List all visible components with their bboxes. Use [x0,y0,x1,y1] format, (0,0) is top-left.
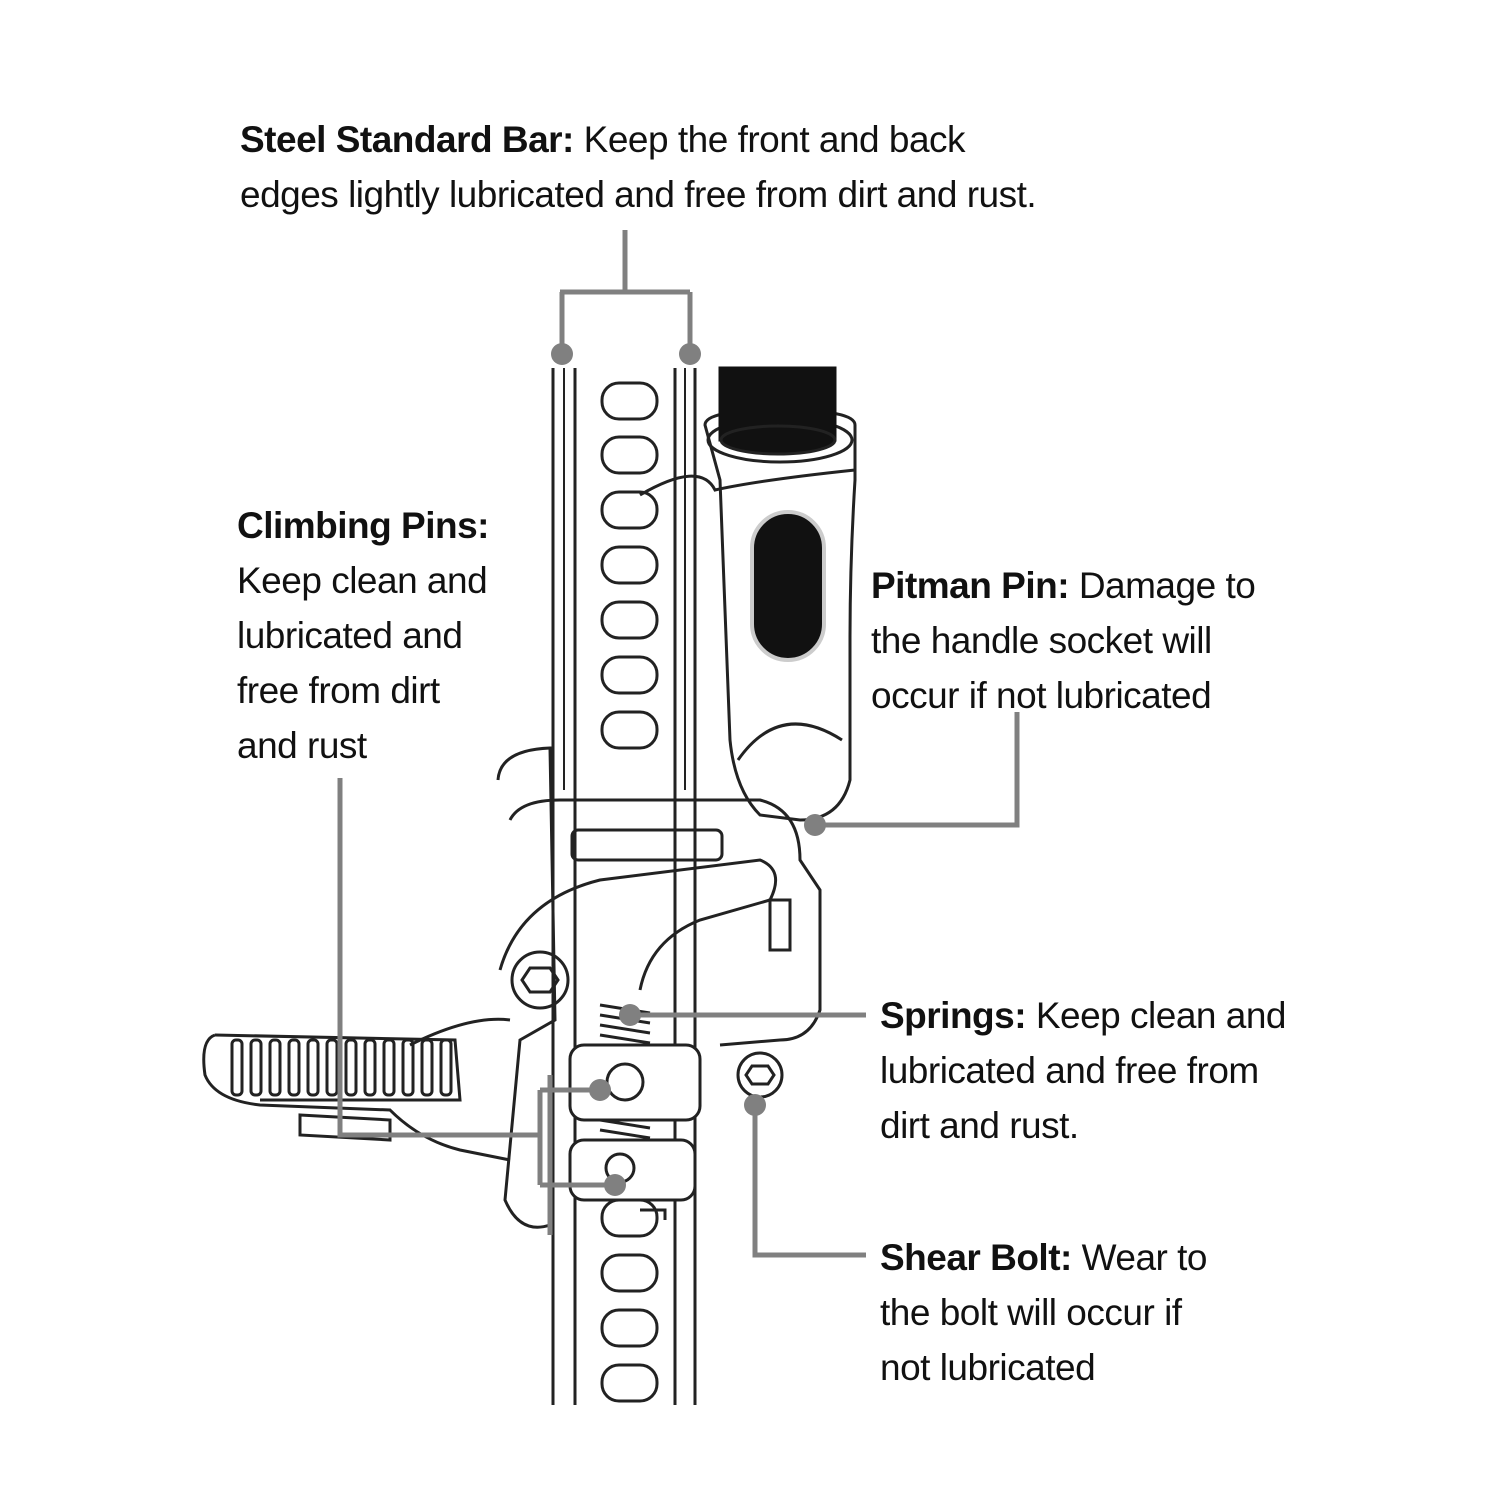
foot-rib [268,1038,282,1097]
callout-title: Climbing Pins: [237,505,490,546]
leader-dots [551,343,826,1196]
callout-text: and rust [237,725,367,766]
callout-text: Wear to [1081,1237,1208,1278]
dot-steel-bar-back [679,343,701,365]
callout-text: not lubricated [880,1347,1096,1388]
bar-hole [600,1253,659,1293]
foot-rib [344,1038,358,1097]
bar-hole [600,381,659,421]
leader-pitman-pin [815,712,1020,828]
dot-pitman-pin [804,814,826,836]
leader-shear-bolt [752,1105,866,1258]
foot-rib [439,1038,453,1097]
bar-hole [600,1308,659,1348]
callout-text: Keep clean and [237,560,488,601]
dot-climbing-pin-lower [604,1174,626,1196]
bar-hole [600,600,659,640]
standard-bar [551,368,697,1405]
callout-title: Pitman Pin: [871,565,1070,606]
callout-text: lubricated and free from [880,1050,1259,1091]
bar-hole [600,490,659,530]
lifting-foot [202,1017,511,1162]
foot-rib [363,1038,377,1097]
callout-text: dirt and rust. [880,1105,1079,1146]
callout-springs: Springs: Keep clean and lubricated and f… [880,988,1287,1153]
foot-rib [420,1038,434,1097]
callout-pitman-pin: Pitman Pin: Damage to the handle socket … [871,558,1256,723]
callout-text: Keep the front and back [583,119,966,160]
callout-text: the bolt will occur if [880,1292,1182,1333]
callout-text: Damage to [1078,565,1256,606]
foot-rib [249,1038,263,1097]
leader-steel-bar [559,230,693,354]
callout-title: Springs: [880,995,1027,1036]
bar-hole [600,655,659,695]
callout-title: Shear Bolt: [880,1237,1072,1278]
handle-socket [639,366,857,822]
bar-hole [600,1363,659,1403]
mechanism [496,746,822,1229]
foot-rib [230,1038,244,1097]
leader-climbing-pins [337,778,615,1235]
callout-text: free from dirt [237,670,440,711]
callout-text: lubricated and [237,615,463,656]
foot-rib [287,1038,301,1097]
foot-rib [382,1038,396,1097]
bar-hole [600,545,659,585]
dot-climbing-pin-upper [589,1079,611,1101]
dot-shear-bolt [744,1094,766,1116]
foot-rib [306,1038,320,1097]
callout-steel-standard-bar: Steel Standard Bar: Keep the front and b… [240,112,1037,222]
dot-springs [619,1004,641,1026]
foot-rib [325,1038,339,1097]
bar-hole [600,435,659,475]
callout-climbing-pins: Climbing Pins: Keep clean and lubricated… [237,498,490,773]
callout-shear-bolt: Shear Bolt: Wear to the bolt will occur … [880,1230,1208,1395]
bar-hole [600,1198,659,1238]
dot-steel-bar-front [551,343,573,365]
callout-title: Steel Standard Bar: [240,119,574,160]
callout-text: Keep clean and [1035,995,1287,1036]
callout-text: the handle socket will [871,620,1212,661]
callout-text: occur if not lubricated [871,675,1212,716]
foot-rib [401,1038,415,1097]
leader-lines [337,230,1020,1258]
bar-hole [600,710,659,750]
callout-text: edges lightly lubricated and free from d… [240,174,1037,215]
